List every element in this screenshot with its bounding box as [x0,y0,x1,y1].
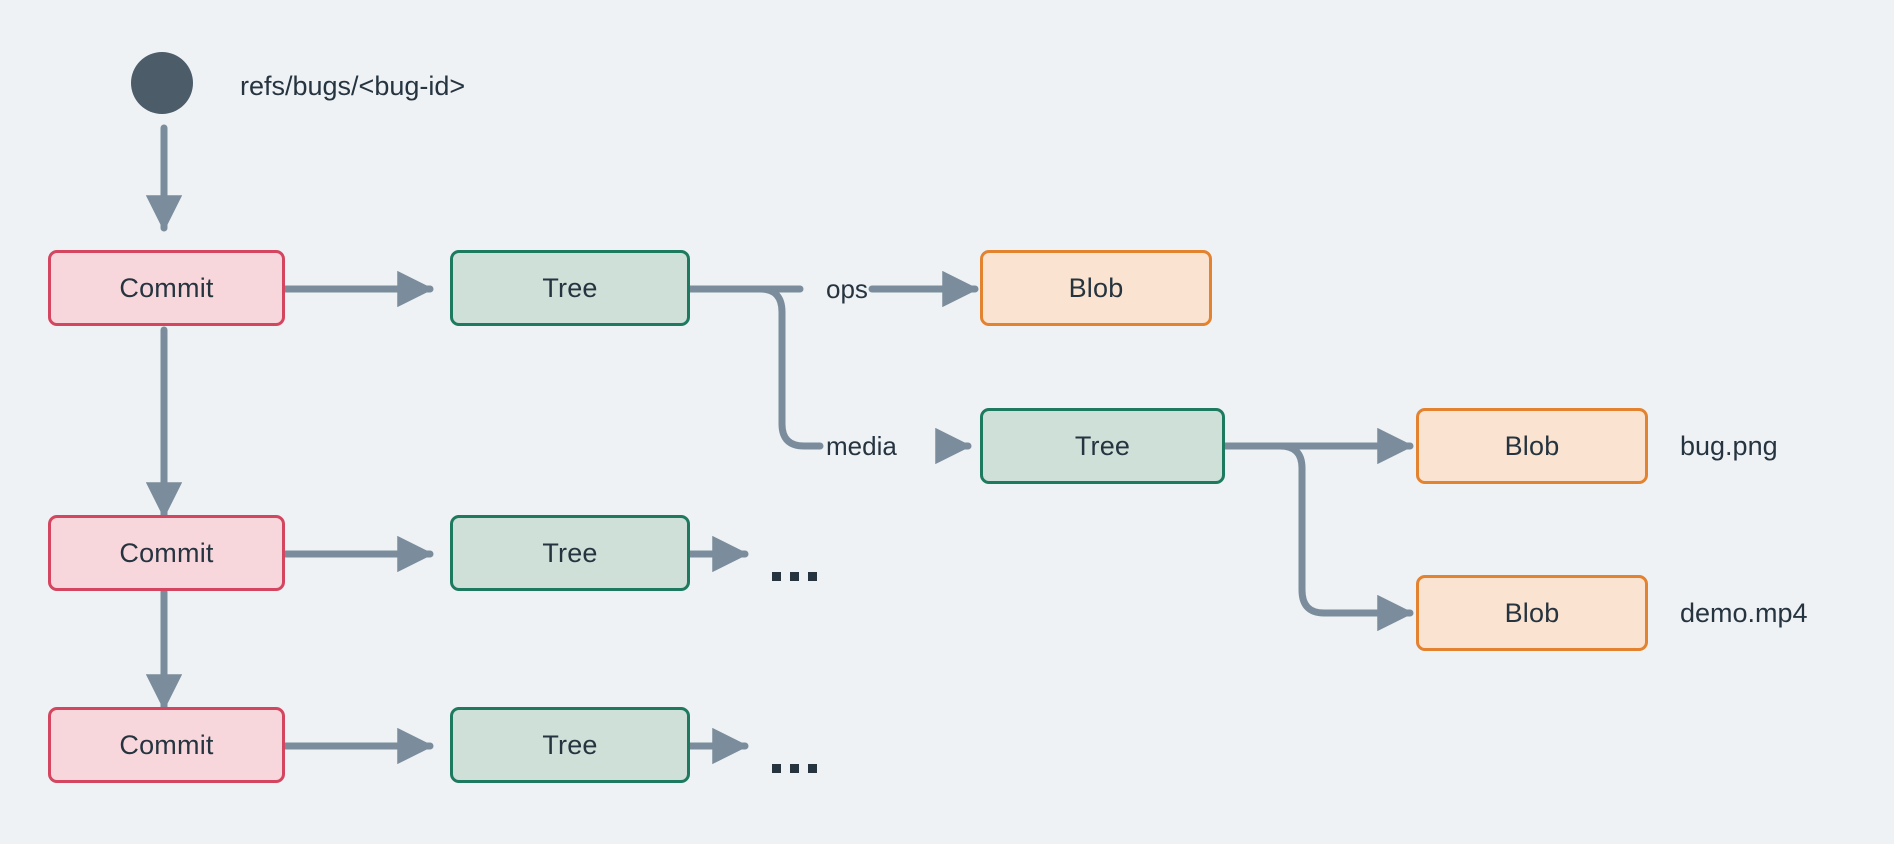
node-tree-3[interactable]: Tree [450,707,690,783]
node-tree-1[interactable]: Tree [450,250,690,326]
node-blob-ops[interactable]: Blob [980,250,1212,326]
edge-label-ops: ops [826,274,868,304]
node-blob-demo-mp4[interactable]: Blob [1416,575,1648,651]
file-label-demo-mp4: demo.mp4 [1680,598,1808,628]
node-tree-2[interactable]: Tree [450,515,690,591]
node-blob-bug-png[interactable]: Blob [1416,408,1648,484]
wire-tree1-to-media-label [686,285,824,450]
file-label-bug-png: bug.png [1680,431,1778,461]
node-tree-media[interactable]: Tree [980,408,1225,484]
ref-pointer-dot [131,52,193,114]
node-commit-1[interactable]: Commit [48,250,285,326]
edge-label-media: media [826,431,897,461]
node-commit-3[interactable]: Commit [48,707,285,783]
ref-label: refs/bugs/<bug-id> [240,71,466,101]
ellipsis-tree-2 [772,572,817,581]
ellipsis-tree-3 [772,764,817,773]
node-commit-2[interactable]: Commit [48,515,285,591]
wire-treemedia-to-blob-demomp4 [1221,442,1414,632]
